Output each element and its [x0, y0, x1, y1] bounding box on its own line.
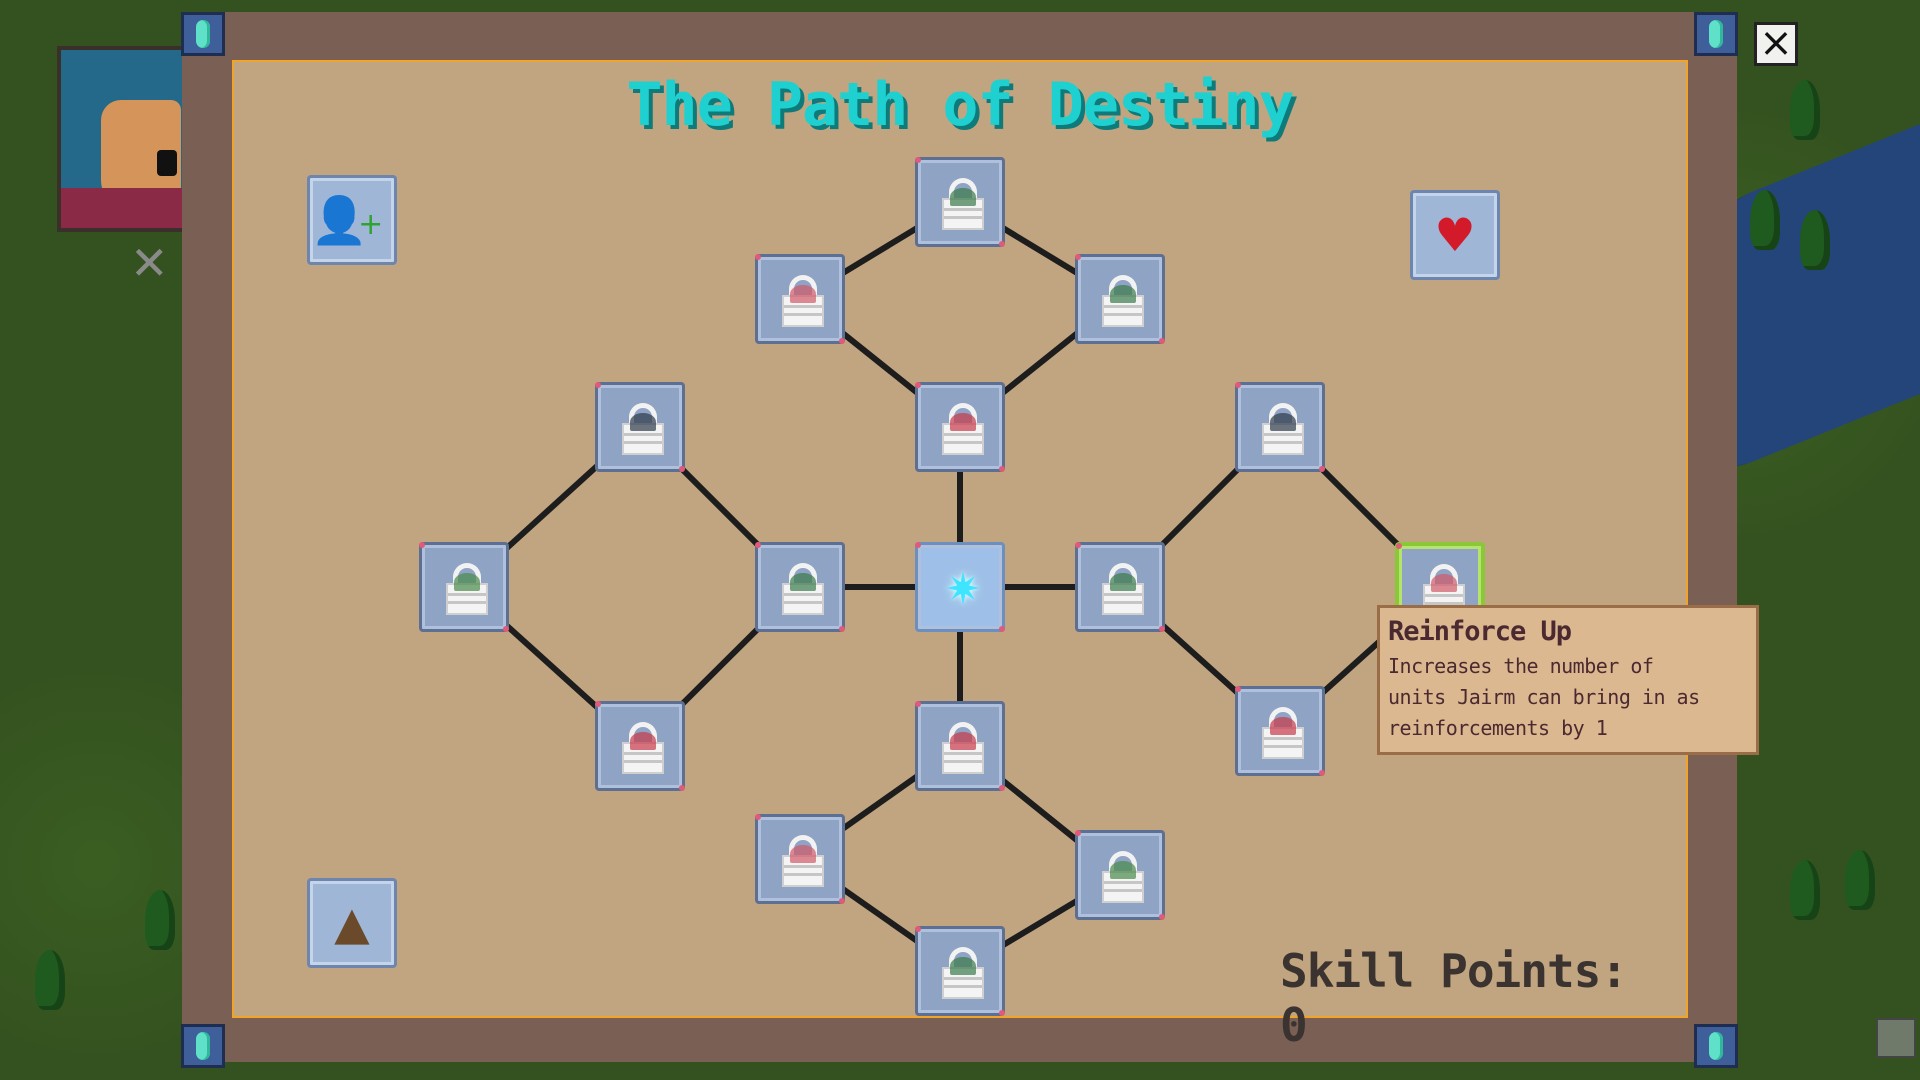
skill-node-top-south[interactable]	[915, 382, 1005, 472]
lock-icon	[942, 947, 984, 999]
skill-node-right-north[interactable]	[1235, 382, 1325, 472]
tree	[1845, 850, 1875, 910]
lock-icon	[1262, 403, 1304, 455]
tree	[1750, 190, 1780, 250]
gem-corner-icon	[181, 12, 225, 56]
gem-corner-icon	[1694, 12, 1738, 56]
skill-node-bottom-south[interactable]	[915, 926, 1005, 1016]
lock-icon	[1262, 707, 1304, 759]
tooltip-description: Increases the number of units Jairm can …	[1388, 651, 1748, 744]
skill-node-right-west[interactable]	[1075, 542, 1165, 632]
skill-tooltip: Reinforce Up Increases the number of uni…	[1377, 605, 1759, 755]
skill-node-top-west[interactable]	[755, 254, 845, 344]
tree	[35, 950, 65, 1010]
spark-icon: ✷	[944, 564, 982, 615]
health-category-button[interactable]: ♥	[1410, 190, 1500, 280]
lock-icon	[782, 563, 824, 615]
lock-icon	[446, 563, 488, 615]
gem-corner-icon	[181, 1024, 225, 1068]
tooltip-desc-line: reinforcements by 1	[1388, 716, 1608, 740]
skill-node-center[interactable]: ✷	[915, 542, 1005, 632]
skill-node-top-east[interactable]	[1075, 254, 1165, 344]
lock-icon	[1102, 851, 1144, 903]
lock-icon	[622, 403, 664, 455]
skill-node-right-south[interactable]	[1235, 686, 1325, 776]
lock-icon	[782, 275, 824, 327]
skill-node-left-south[interactable]	[595, 701, 685, 791]
close-icon: ×	[1759, 20, 1793, 66]
lock-icon	[1102, 563, 1144, 615]
lock-icon	[622, 722, 664, 774]
close-button[interactable]: ×	[1754, 22, 1798, 66]
lock-icon	[782, 835, 824, 887]
lock-icon	[942, 178, 984, 230]
recruit-category-button[interactable]: 👤+	[307, 175, 397, 265]
menu-icon[interactable]	[1876, 1018, 1916, 1058]
lock-icon	[942, 722, 984, 774]
tree	[1800, 210, 1830, 270]
lock-icon	[1102, 275, 1144, 327]
crossed-swords-icon: ✕	[130, 236, 169, 290]
plant-icon: ▲	[334, 896, 370, 950]
tree	[1790, 860, 1820, 920]
window-title: The Path of Destiny	[626, 70, 1294, 140]
tree	[145, 890, 175, 950]
skill-node-left-north[interactable]	[595, 382, 685, 472]
skill-node-bottom-west[interactable]	[755, 814, 845, 904]
skill-node-left-east[interactable]	[755, 542, 845, 632]
skill-points-label: Skill Points: 0	[1280, 944, 1628, 1052]
tree	[1790, 80, 1820, 140]
skill-node-left-west[interactable]	[419, 542, 509, 632]
tooltip-desc-line: Increases the number of	[1388, 654, 1654, 678]
lock-icon	[942, 403, 984, 455]
grow-category-button[interactable]: ▲	[307, 878, 397, 968]
tooltip-title: Reinforce Up	[1388, 616, 1572, 647]
skill-node-bottom-east[interactable]	[1075, 830, 1165, 920]
gem-corner-icon	[1694, 1024, 1738, 1068]
skill-node-bottom-north[interactable]	[915, 701, 1005, 791]
tooltip-desc-line: units Jairm can bring in as	[1388, 685, 1700, 709]
skill-node-top-north[interactable]	[915, 157, 1005, 247]
person-plus-icon: 👤+	[310, 193, 384, 247]
heart-icon: ♥	[1434, 208, 1476, 262]
